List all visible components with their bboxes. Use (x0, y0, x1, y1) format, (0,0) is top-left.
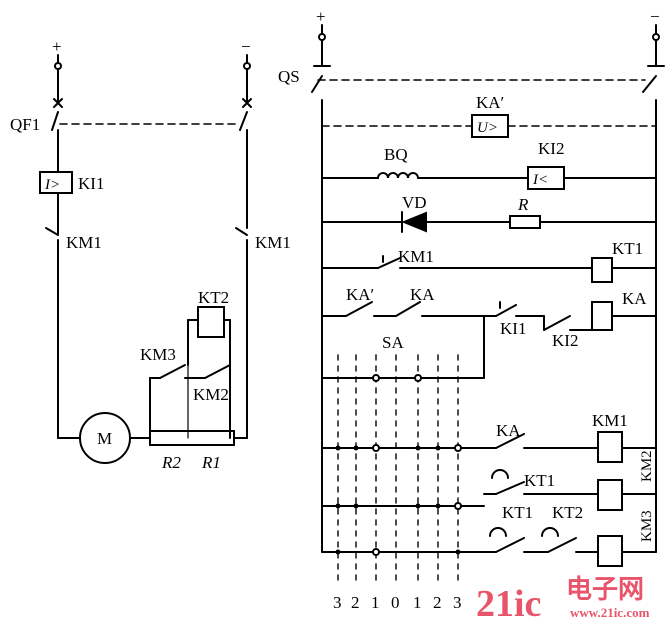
ki1-symbol: I> (44, 177, 60, 193)
plus-left-label: + (52, 37, 62, 56)
vd-label: VD (402, 193, 427, 212)
minus-left-label: − (241, 37, 251, 56)
sa-label: SA (382, 333, 404, 352)
qs-label: QS (278, 67, 300, 86)
ki2-coil-label: KI2 (538, 139, 564, 158)
ki2-symbol: I< (532, 172, 548, 188)
minus-right-label: − (650, 7, 660, 26)
sa-pos-zero: 0 (391, 593, 400, 612)
kt2-row-label: KT2 (552, 503, 583, 522)
right-control-circuit (311, 24, 665, 581)
ka-prime-symbol: U> (477, 120, 498, 136)
km2-contact-label: KM2 (193, 385, 229, 404)
ka-prime-contact-label: KA′ (346, 285, 374, 304)
left-main-circuit (39, 54, 252, 464)
r2-label: R2 (161, 453, 181, 472)
ka-coil-label: KA (622, 289, 647, 308)
r-label: R (517, 195, 529, 214)
sa-pos-left-3: 3 (333, 593, 342, 612)
kt2-coil-label: KT2 (198, 288, 229, 307)
ki2-contact-label: KI2 (552, 331, 578, 350)
plus-right-label: + (316, 7, 326, 26)
km2-coil-label: KM2 (639, 450, 655, 482)
km1-left-label: KM1 (66, 233, 102, 252)
km3-contact-label: KM3 (140, 345, 176, 364)
sa-pos-right-1: 1 (413, 593, 422, 612)
sa-pos-left-2: 2 (351, 593, 360, 612)
watermark-cn: 电子网 (566, 575, 644, 604)
ka-prime-coil-label: KA′ (476, 93, 504, 112)
km1-coil-label: KM1 (592, 411, 628, 430)
sa-pos-right-3: 3 (453, 593, 462, 612)
km1-right-label: KM1 (255, 233, 291, 252)
ki1-label: KI1 (78, 174, 104, 193)
watermark-url: www.21ic.com (570, 605, 650, 620)
km1-nc-label: KM1 (398, 247, 434, 266)
ka-row-label: KA (496, 421, 521, 440)
motor-label: M (97, 429, 112, 448)
km3-coil-label: KM3 (639, 510, 655, 542)
kt1-coil-label: KT1 (612, 239, 643, 258)
ka-contact-label: KA (410, 285, 435, 304)
sa-pos-right-2: 2 (433, 593, 442, 612)
watermark-brand: 21ic (476, 583, 541, 623)
kt1-row-label: KT1 (524, 471, 555, 490)
qf1-label: QF1 (10, 115, 40, 134)
ki1-contact-label: KI1 (500, 319, 526, 338)
kt1-row2-label: KT1 (502, 503, 533, 522)
sa-pos-left-1: 1 (371, 593, 380, 612)
bq-label: BQ (384, 145, 408, 164)
r1-label: R1 (201, 453, 221, 472)
